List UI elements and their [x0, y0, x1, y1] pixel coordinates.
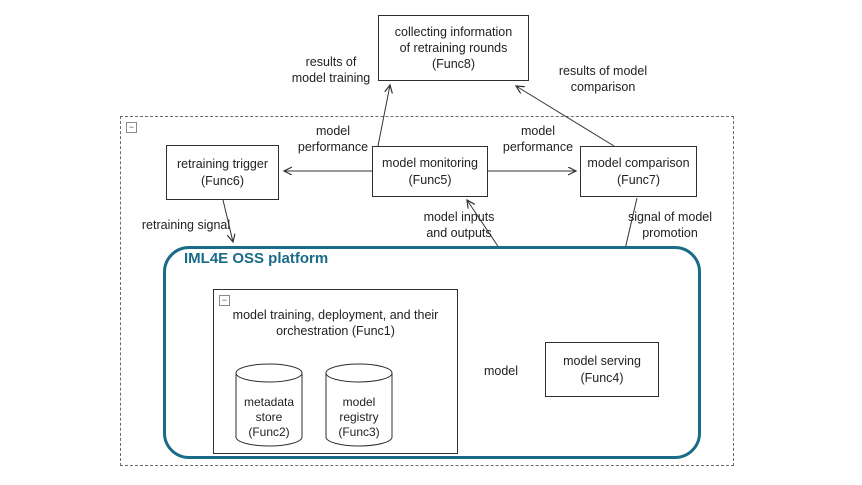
node-retraining-trigger-func6: retraining trigger (Func6)	[166, 145, 279, 200]
dashed-group-box	[120, 116, 734, 466]
cylinder-shape	[325, 363, 393, 447]
edge-label-model-inputs-outputs: model inputs and outputs	[423, 210, 495, 240]
func1-label: model training, deployment, and their or…	[232, 308, 439, 339]
node-model-monitoring-func5: model monitoring (Func5)	[372, 146, 488, 197]
edge-label-model-performance-right: model performance	[502, 124, 574, 154]
edge-label-model: model	[483, 364, 519, 378]
edge-label-results-of-model-training: results of model training	[291, 55, 371, 85]
edge-label-signal-of-model-promotion: signal of model promotion	[627, 210, 713, 240]
node-model-serving-func4: model serving (Func4)	[545, 342, 659, 397]
node-model-training-func1: − model training, deployment, and their …	[213, 289, 458, 454]
node-collecting-information-func8: collecting information of retraining rou…	[378, 15, 529, 81]
collapse-icon[interactable]: −	[126, 122, 137, 133]
cylinder-shape	[235, 363, 303, 447]
edge-label-results-of-model-comparison: results of model comparison	[558, 64, 648, 94]
edge-label-model-performance-left: model performance	[297, 124, 369, 154]
platform-title: IML4E OSS platform	[184, 250, 329, 267]
node-metadata-store-func2: metadata store (Func2)	[235, 363, 303, 447]
edge-label-retraining-signal: retraining signal	[141, 218, 231, 232]
node-model-comparison-func7: model comparison (Func7)	[580, 146, 697, 197]
collapse-icon[interactable]: −	[219, 295, 230, 306]
node-model-registry-func3: model registry (Func3)	[325, 363, 393, 447]
model-registry-label: model registry (Func3)	[338, 395, 380, 439]
metadata-store-label: metadata store (Func2)	[243, 395, 295, 439]
